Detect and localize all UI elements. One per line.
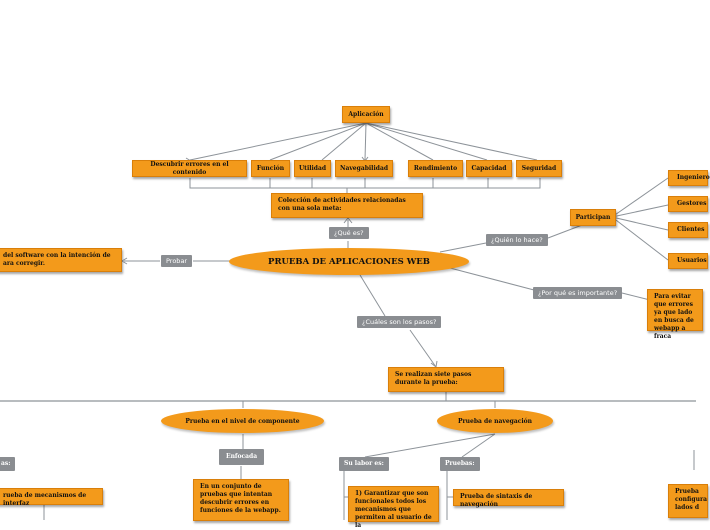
que-es-label[interactable]: ¿Qué es? (329, 227, 369, 239)
pasos-label[interactable]: ¿Cuáles son los pasos? (357, 316, 442, 328)
enfocada-label[interactable]: Enfocada (219, 449, 265, 465)
left-partial-tag[interactable]: as: (0, 457, 16, 471)
pasos-description[interactable]: Se realizan siete pasos durante la prueb… (388, 367, 504, 392)
importante-label[interactable]: ¿Por qué es importante? (533, 287, 623, 299)
quien-label[interactable]: ¿Quién lo hace? (486, 234, 548, 246)
enfocada-description[interactable]: En un conjunto de pruebas que intentan d… (193, 479, 289, 521)
item-rendimiento[interactable]: Rendimiento (408, 160, 463, 177)
item-navegabilidad[interactable]: Navegabilidad (335, 160, 393, 177)
su-labor-description[interactable]: 1) Garantizar que son funcionales todos … (348, 486, 439, 529)
item-seguridad[interactable]: Seguridad (516, 160, 562, 177)
sintaxis-navegacion-node[interactable]: Prueba de sintaxis de navegación (453, 489, 564, 508)
que-es-description[interactable]: Colección de actividades relacionadas co… (271, 193, 423, 218)
role-gestores[interactable]: Gestores (668, 196, 708, 212)
participan-node[interactable]: Participan (570, 209, 616, 226)
central-topic[interactable]: PRUEBA DE APLICACIONES WEB (229, 248, 469, 275)
connector-lines (0, 122, 696, 520)
left-partial-box[interactable]: rueba de mecanismos de interfaz (0, 488, 103, 507)
item-capacidad[interactable]: Capacidad (466, 160, 512, 177)
role-clientes[interactable]: Clientes (668, 222, 708, 238)
prueba-navegacion-node[interactable]: Prueba de navegación (437, 409, 553, 433)
item-funcion[interactable]: Función (251, 160, 290, 177)
right-partial-box[interactable]: Prueba configura lados d (668, 484, 708, 518)
probar-label[interactable]: Probar (161, 255, 193, 267)
item-utilidad[interactable]: Utilidad (294, 160, 331, 177)
pruebas-label[interactable]: Pruebas: (440, 457, 480, 471)
item-descubrir-errores[interactable]: Descubrir errores en el contenido (132, 160, 247, 177)
role-ingeniero[interactable]: Ingeniero (668, 170, 710, 186)
aplicacion-node[interactable]: Aplicación (342, 106, 390, 123)
su-labor-label[interactable]: Su labor es: (339, 457, 389, 471)
prueba-componente-node[interactable]: Prueba en el nivel de componente (161, 409, 324, 433)
role-usuarios[interactable]: Usuarios (668, 253, 708, 269)
probar-description[interactable]: del software con la intención de ara cor… (0, 248, 122, 272)
importante-description[interactable]: Para evitar que errores ya que lado en b… (647, 289, 703, 340)
